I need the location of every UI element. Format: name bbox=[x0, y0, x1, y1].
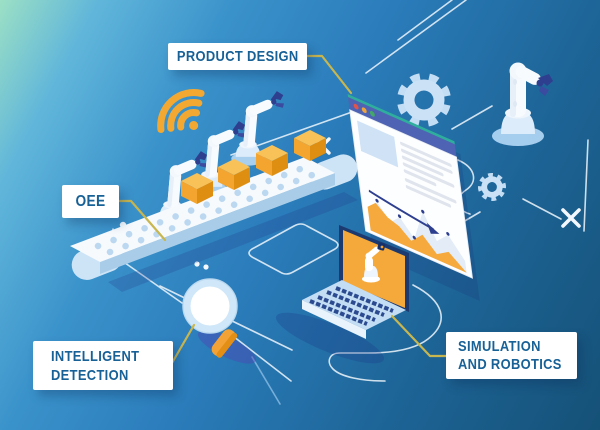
label-simulation-robotics: SIMULATION AND ROBOTICS bbox=[446, 332, 577, 379]
label-simulation-robotics-line2: AND ROBOTICS bbox=[458, 355, 562, 373]
connector-simulation-robotics bbox=[390, 314, 448, 358]
conveyor-belt bbox=[70, 130, 358, 292]
laptop bbox=[275, 225, 409, 364]
label-oee-text: OEE bbox=[75, 192, 106, 210]
gear-icon bbox=[397, 73, 450, 126]
label-intelligent-detection-line1: INTELLIGENT bbox=[51, 347, 140, 365]
label-product-design: PRODUCT DESIGN bbox=[168, 43, 307, 70]
wifi-icon bbox=[157, 89, 205, 134]
label-intelligent-detection: INTELLIGENT DETECTION bbox=[33, 341, 173, 390]
gear-icon-small bbox=[476, 171, 507, 202]
laptop-keys bbox=[309, 286, 394, 326]
connector-oee bbox=[116, 199, 167, 242]
label-product-design-text: PRODUCT DESIGN bbox=[176, 48, 299, 65]
browser-text-lines bbox=[400, 141, 457, 208]
robot-arm-screen-icon bbox=[362, 242, 386, 283]
connector-product-design bbox=[301, 54, 353, 95]
label-intelligent-detection-line2: DETECTION bbox=[51, 366, 129, 384]
browser-image-placeholder bbox=[357, 120, 399, 168]
robot-arm-standalone bbox=[492, 62, 553, 146]
browser-traffic-dots bbox=[353, 103, 375, 117]
line-chart-illustration bbox=[367, 189, 467, 273]
label-oee: OEE bbox=[62, 185, 119, 218]
label-simulation-robotics-line1: SIMULATION bbox=[458, 337, 541, 355]
magnifying-glass-icon bbox=[182, 278, 257, 364]
